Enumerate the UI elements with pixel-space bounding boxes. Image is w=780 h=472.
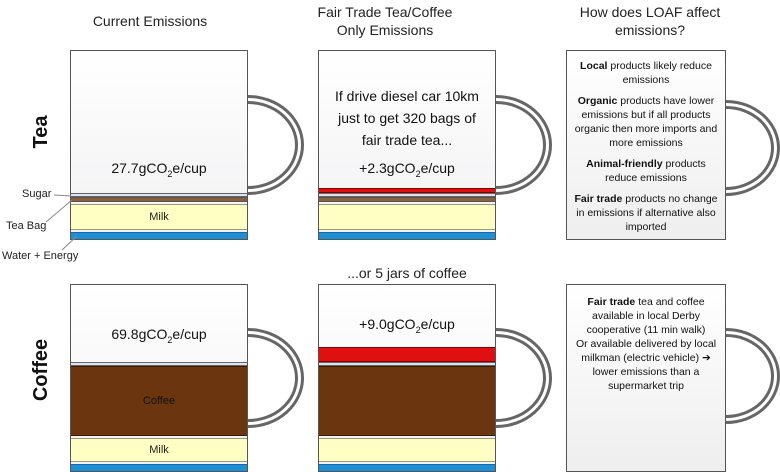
loaf-tea-box: Local products likely reduce emissions O… [566,50,726,240]
header-current-text: Current Emissions [92,13,208,29]
coffee-current-water-layer [71,464,247,471]
header-loaf-line1: How does LOAF affect [579,4,721,20]
loaf-tea-local: Local products likely reduce emissions [580,60,712,86]
tea-current-milk-layer: Milk [71,204,247,230]
coffee-fairtrade-coffee-layer [319,366,495,436]
coffee-fairtrade-water-layer [319,464,495,471]
tea-fairtrade-note-line1: If drive diesel car 10km [335,88,479,104]
tea-fairtrade-milk-layer [319,204,495,230]
coffee-current-handle [248,328,304,428]
header-current: Current Emissions [70,12,230,30]
loaf-tea-animal: Animal-friendly products reduce emission… [586,158,706,184]
label-teabag: Tea Bag [6,220,47,232]
label-water-energy: Water + Energy [2,250,79,262]
coffee-current-milk-label: Milk [149,444,169,456]
coffee-fairtrade-handle [496,328,552,428]
tea-current-handle [248,95,304,195]
tea-fairtrade-sugar-layer [319,193,495,197]
tea-current-water-layer [71,232,247,239]
tea-fairtrade-water-layer [319,232,495,239]
loaf-tea-handle [726,100,780,196]
tea-fairtrade-note-line3: fair trade tea... [361,132,453,148]
loaf-coffee-box: Fair trade tea and coffee available in l… [566,284,726,472]
coffee-fairtrade-cup: +9.0gCO2e/cup [318,284,496,472]
header-loaf: How does LOAF affect emissions? [560,3,740,39]
arrow-icon: ➔ [701,352,711,364]
loaf-coffee-fairtrade: Fair trade tea and coffee available in l… [586,296,706,336]
label-sugar: Sugar [22,188,52,200]
coffee-current-milk-layer: Milk [71,438,247,462]
tea-current-cup: 27.7gCO2e/cup Milk [70,50,248,240]
coffee-current-value: 69.8gCO2e/cup [111,326,207,345]
coffee-current-cup: 69.8gCO2e/cup Coffee Milk [70,284,248,472]
header-loaf-line2: emissions? [614,22,686,38]
tea-fairtrade-note-line2: just to get 320 bags of [338,110,476,126]
coffee-current-sugar-layer [71,362,247,366]
tea-current-sugar-layer [71,193,247,197]
coffee-fairtrade-sugar-layer [319,362,495,366]
loaf-tea-organic: Organic products have lower emissions bu… [574,95,718,149]
coffee-current-coffee-label: Coffee [142,395,176,407]
tea-fairtrade-cup: If drive diesel car 10km just to get 320… [318,50,496,240]
loaf-tea-fairtrade: Fair trade products no change in emissio… [574,193,718,233]
tea-current-teabag-layer [71,197,247,202]
tea-fairtrade-handle [496,95,552,195]
coffee-current-coffee-layer: Coffee [71,366,247,436]
coffee-fairtrade-value: +9.0gCO2e/cup [359,316,455,335]
header-fairtrade: Fair Trade Tea/Coffee Only Emissions [300,3,470,39]
loaf-coffee-milkman: Or available delivered by local milkman … [575,338,717,392]
tea-fairtrade-teabag-layer [319,197,495,202]
loaf-coffee-handle [726,328,780,424]
coffee-fairtrade-extra-layer [319,347,495,362]
coffee-caption: ...or 5 jars of coffee [347,265,467,281]
tea-fairtrade-extra-layer [319,188,495,193]
tea-current-milk-label: Milk [149,211,169,223]
tea-current-value: 27.7gCO2e/cup [111,160,207,179]
tea-fairtrade-value: +2.3gCO2e/cup [359,160,455,179]
header-fairtrade-line1: Fair Trade Tea/Coffee [317,4,453,20]
coffee-fairtrade-milk-layer [319,438,495,462]
tea-fairtrade-note: If drive diesel car 10km just to get 320… [319,85,495,151]
header-fairtrade-line2: Only Emissions [336,22,434,38]
